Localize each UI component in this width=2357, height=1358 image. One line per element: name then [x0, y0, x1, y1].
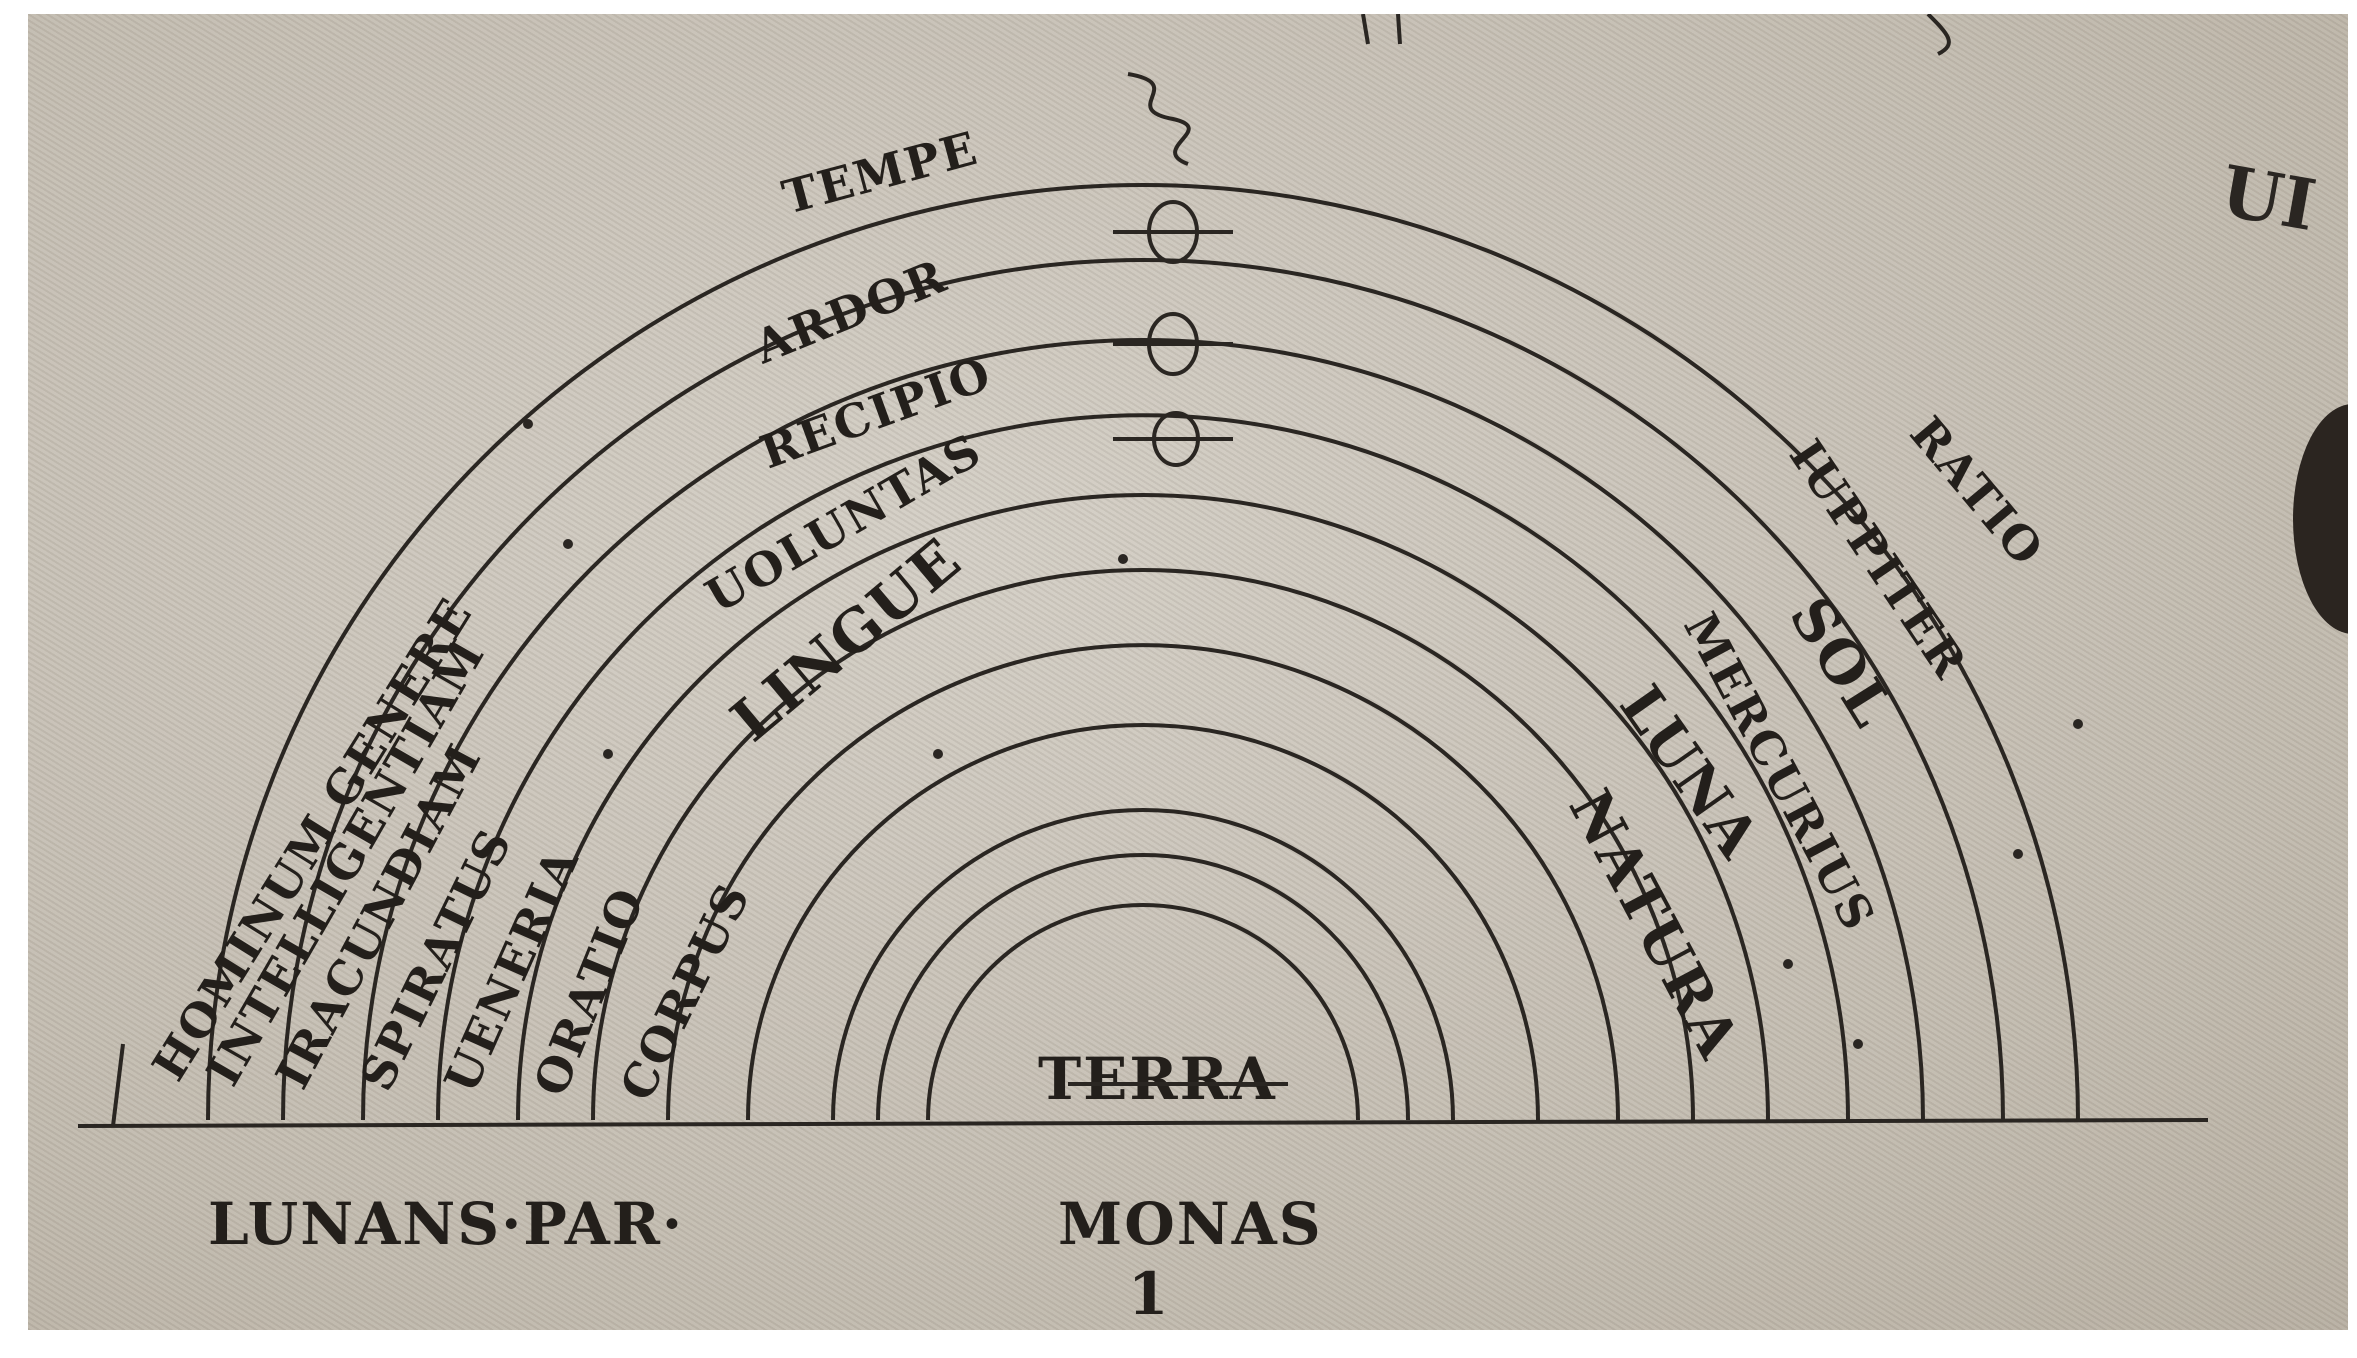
- arc-label-2: ARDOR: [746, 248, 955, 374]
- ring-4: [746, 723, 1540, 1121]
- ring-10: [281, 258, 2005, 1121]
- crossed-circle-1: [1113, 200, 1233, 264]
- baseline-center-caption: MONAS: [1058, 1190, 1323, 1258]
- ring-8: [436, 413, 1850, 1121]
- cosmological-diagram: HOMINUM GENERE INTELLIGENTIAM IRACUNDIAM…: [77, 14, 2322, 1328]
- concentric-rings: [206, 183, 2080, 1121]
- ring-3: [831, 808, 1455, 1121]
- arc-label-1: TEMPE: [777, 121, 984, 225]
- right-labels: RATIO IUPPITER SOL MERCURIUS LUNA NATURA: [1556, 406, 2055, 1070]
- ring-1: [926, 903, 1360, 1121]
- crossed-circle-marks: [1113, 72, 1233, 467]
- serpent-mark: [1127, 72, 1191, 166]
- edge-fragment-right: UI: [2215, 149, 2322, 247]
- ring-5: [666, 643, 1620, 1121]
- crossed-circle-3: [1113, 411, 1233, 467]
- center-label: TERRA: [1038, 1045, 1277, 1113]
- top-edge-strokes: [1361, 14, 1951, 56]
- right-label-1: RATIO: [1900, 406, 2055, 576]
- left-labels: HOMINUM GENERE INTELLIGENTIAM IRACUNDIAM…: [142, 588, 761, 1109]
- ring-11: [206, 183, 2080, 1121]
- manuscript-page: HOMINUM GENERE INTELLIGENTIAM IRACUNDIAM…: [28, 14, 2348, 1330]
- baseline-left-caption: LUNANS·PAR·: [208, 1190, 684, 1258]
- baseline: [77, 1118, 2209, 1128]
- ink-dots: [523, 419, 2083, 1049]
- ring-7: [516, 493, 1770, 1121]
- baseline-number: 1: [1128, 1260, 1170, 1328]
- ring-6: [591, 568, 1695, 1121]
- arc-labels: TEMPE ARDOR RECIPIO UOLUNTAS LINGUE: [697, 121, 999, 755]
- left-edge-stroke: [111, 1043, 125, 1127]
- ring-9: [361, 338, 1925, 1121]
- ring-2: [876, 853, 1410, 1121]
- crossed-circle-2: [1113, 312, 1233, 376]
